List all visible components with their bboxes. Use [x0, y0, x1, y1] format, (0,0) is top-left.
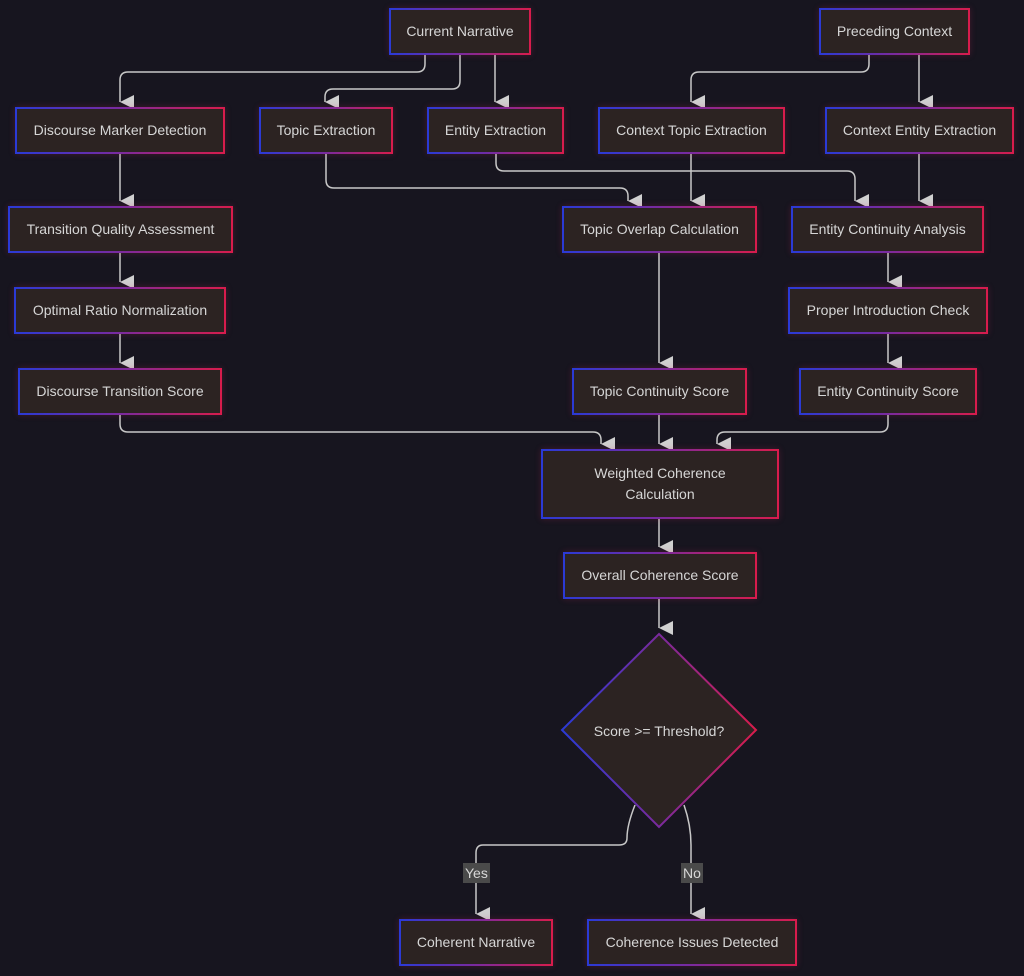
- node-label: Context Topic Extraction: [616, 122, 767, 138]
- edge-decision-yes: [475, 804, 636, 921]
- node-transition-quality-assessment[interactable]: Transition Quality Assessment: [8, 206, 233, 253]
- node-topic-continuity-score[interactable]: Topic Continuity Score: [572, 368, 747, 415]
- node-label: Discourse Transition Score: [36, 383, 204, 399]
- node-label: Topic Overlap Calculation: [580, 221, 739, 237]
- node-discourse-marker-detection[interactable]: Discourse Marker Detection: [15, 107, 225, 154]
- node-context-topic-extraction[interactable]: Context Topic Extraction: [598, 107, 785, 154]
- edge-current-to-discourse: [119, 54, 426, 109]
- node-entity-extraction[interactable]: Entity Extraction: [427, 107, 564, 154]
- node-discourse-transition-score[interactable]: Discourse Transition Score: [18, 368, 222, 415]
- edge-label-no: No: [681, 863, 703, 883]
- edge-decision-no: [683, 804, 705, 921]
- edge-label-yes: Yes: [463, 863, 490, 883]
- node-label: Transition Quality Assessment: [26, 221, 215, 237]
- node-label: Preceding Context: [836, 23, 953, 39]
- node-topic-extraction[interactable]: Topic Extraction: [259, 107, 393, 154]
- edge-preceding-to-context-topic: [690, 54, 870, 109]
- edge-entity-to-continuity: [495, 153, 869, 208]
- node-label: Topic Extraction: [276, 122, 376, 138]
- node-current-narrative[interactable]: Current Narrative: [389, 8, 531, 55]
- node-weighted-coherence-calculation[interactable]: Weighted Coherence Calculation: [541, 449, 779, 519]
- node-label: Entity Continuity Score: [817, 383, 959, 399]
- edge-current-to-topic: [324, 54, 461, 109]
- node-context-entity-extraction[interactable]: Context Entity Extraction: [825, 107, 1014, 154]
- node-proper-introduction-check[interactable]: Proper Introduction Check: [788, 287, 988, 334]
- node-optimal-ratio-normalization[interactable]: Optimal Ratio Normalization: [14, 287, 226, 334]
- node-coherence-issues-detected[interactable]: Coherence Issues Detected: [587, 919, 797, 966]
- edge-dtscore-to-weighted: [119, 414, 615, 451]
- node-label: Entity Continuity Analysis: [809, 221, 966, 237]
- node-label: Context Entity Extraction: [842, 122, 997, 138]
- node-label: Optimal Ratio Normalization: [32, 302, 208, 318]
- node-label: Proper Introduction Check: [806, 302, 970, 318]
- node-label: Topic Continuity Score: [589, 383, 730, 399]
- node-label: Overall Coherence Score: [581, 567, 739, 583]
- edge-ecscore-to-weighted: [716, 414, 889, 451]
- node-overall-coherence-score[interactable]: Overall Coherence Score: [563, 552, 757, 599]
- node-decision[interactable]: Score >= Threshold?: [562, 634, 756, 827]
- node-label: Current Narrative: [406, 23, 514, 39]
- decision-label: Score >= Threshold?: [593, 722, 725, 739]
- node-topic-overlap-calculation[interactable]: Topic Overlap Calculation: [562, 206, 757, 253]
- node-label: Coherence Issues Detected: [605, 934, 779, 950]
- node-label: Weighted Coherence Calculation: [594, 465, 726, 502]
- node-entity-continuity-analysis[interactable]: Entity Continuity Analysis: [791, 206, 984, 253]
- edge-topic-to-overlap: [325, 153, 642, 208]
- node-label: Discourse Marker Detection: [33, 122, 207, 138]
- node-label: Coherent Narrative: [416, 934, 536, 950]
- decision-diamond-shape: [560, 632, 758, 829]
- node-preceding-context[interactable]: Preceding Context: [819, 8, 970, 55]
- node-label: Entity Extraction: [444, 122, 547, 138]
- node-entity-continuity-score[interactable]: Entity Continuity Score: [799, 368, 977, 415]
- node-coherent-narrative[interactable]: Coherent Narrative: [399, 919, 553, 966]
